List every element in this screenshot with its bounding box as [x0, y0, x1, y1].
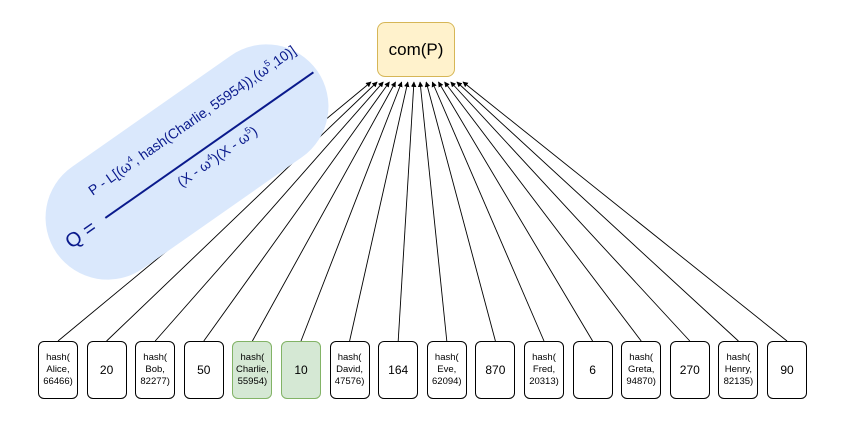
leaf-to-root-edge	[154, 81, 384, 342]
leaf-to-root-edge	[397, 81, 417, 342]
commitment-root-node: com(P)	[377, 22, 455, 77]
leaf-node: 90	[767, 341, 807, 399]
leaf-node: 50	[183, 341, 224, 399]
leaf-node: hash( Greta, 94870)	[621, 341, 662, 399]
leaf-to-root-edge	[417, 81, 448, 342]
root-label: com(P)	[388, 39, 444, 59]
leaf-node: 270	[669, 341, 710, 399]
leaf-node: hash( Henry, 82135)	[718, 341, 759, 399]
leaf-node: 10	[281, 341, 321, 399]
leaf-to-root-edge	[349, 81, 410, 342]
leaf-node: 164	[378, 341, 419, 399]
leaf-node: 6	[572, 341, 613, 399]
leaf-to-root-edge	[203, 81, 390, 342]
leaf-node: hash( Bob, 82277)	[135, 341, 176, 399]
leaf-to-root-edge	[300, 81, 403, 342]
leaf-node: 870	[475, 341, 516, 399]
leaf-to-root-edge	[431, 81, 545, 342]
leaf-to-root-edge	[450, 81, 691, 342]
leaf-node: hash( Alice, 66466)	[38, 341, 78, 399]
leaf-node: hash( David, 47576)	[329, 341, 370, 399]
leaf-node: hash( Eve, 62094)	[426, 341, 467, 399]
leaf-node: hash( Fred, 20313)	[524, 341, 564, 399]
formula-lhs: Q =	[61, 216, 101, 254]
leaf-to-root-edge	[252, 81, 396, 342]
leaf-to-root-edge	[444, 81, 642, 342]
leaf-to-root-edge	[438, 81, 593, 342]
leaf-node: hash( Charlie, 55954)	[232, 341, 273, 399]
leaf-to-root-edge	[462, 81, 788, 342]
leaf-node: 20	[86, 341, 127, 399]
leaf-to-root-edge	[424, 81, 496, 342]
leaf-to-root-edge	[106, 81, 378, 342]
leaf-to-root-edge	[456, 81, 739, 342]
